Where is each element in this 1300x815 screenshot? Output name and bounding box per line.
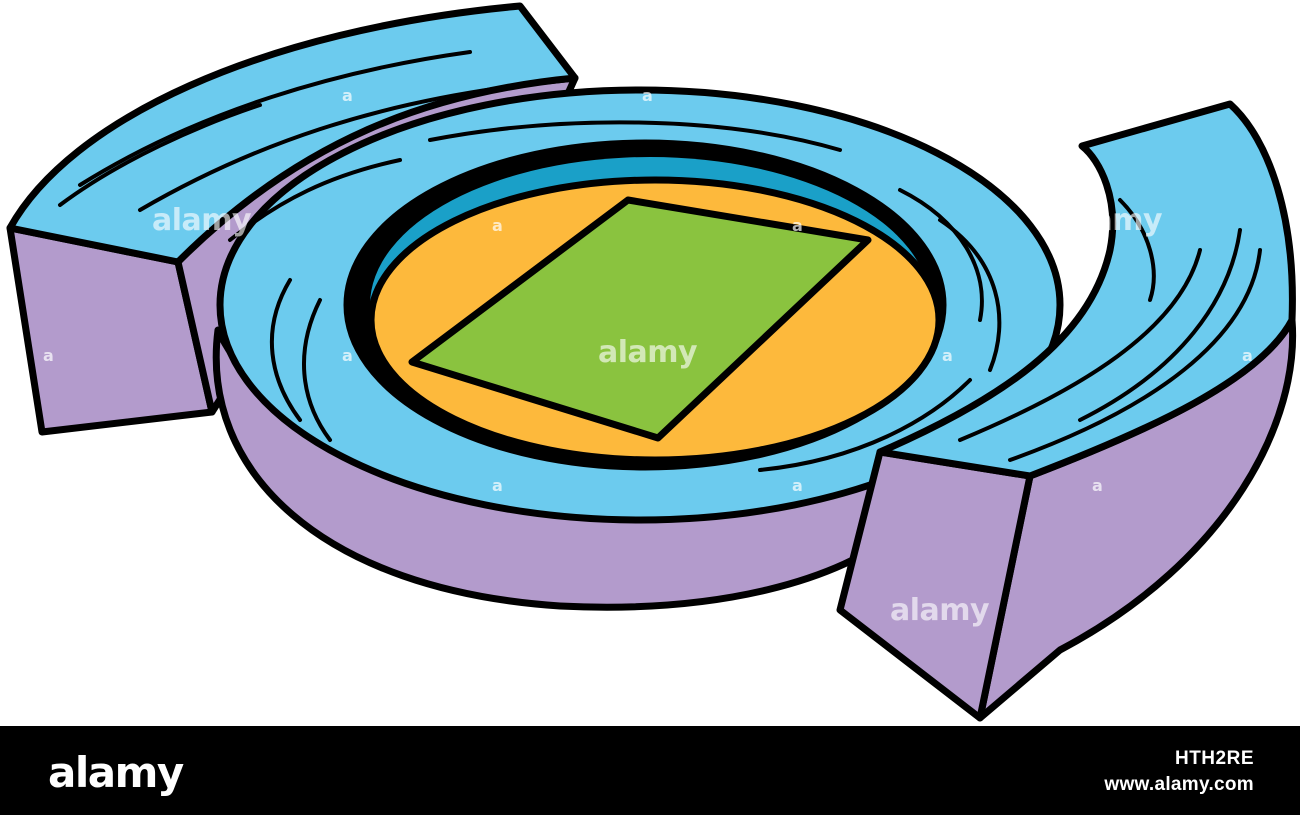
footer-image-id: HTH2RE — [1174, 748, 1254, 769]
footer-bar: alamy HTH2RE www.alamy.com — [0, 726, 1300, 815]
stadium-icon — [6, 2, 1297, 722]
right-stand-top — [876, 100, 1296, 480]
footer-logo: alamy — [48, 748, 184, 797]
field — [408, 196, 872, 442]
left-stand-top — [6, 2, 579, 266]
footer-url: www.alamy.com — [1104, 774, 1254, 795]
